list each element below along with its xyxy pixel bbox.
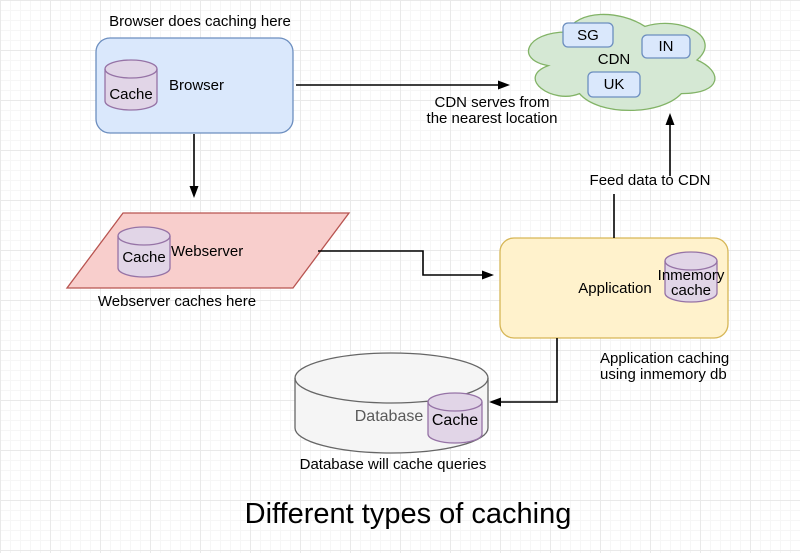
browser-cache-cylinder-icon (104, 59, 158, 111)
cdn-node-sg-label: SG (577, 26, 599, 44)
application-label: Application (578, 280, 652, 297)
database-cache-cylinder-icon (427, 392, 483, 444)
database-caption: Database will cache queries (299, 456, 487, 473)
cdn-node-in-label: IN (658, 38, 674, 55)
cdn-feed-note: Feed data to CDN (589, 172, 711, 189)
cdn-serve-note-line2: the nearest location (426, 110, 558, 127)
cdn-node-uk (587, 71, 641, 98)
browser-caption: Browser does caching here (109, 13, 291, 30)
application-caption: Application caching using inmemory db (600, 351, 770, 383)
diagram-title: Different types of caching (244, 498, 572, 530)
cdn-serve-note: CDN serves from the nearest location (402, 95, 582, 127)
webserver-label: Webserver (171, 243, 244, 260)
application-caption-line2: using inmemory db (600, 366, 727, 383)
cdn-node-sg (562, 22, 614, 48)
inmemory-cache-label-line1: Inmemory (657, 267, 725, 284)
webserver-caption: Webserver caches here (97, 293, 257, 310)
inmemory-cache-label-line2: cache (670, 282, 712, 299)
cdn-node-in (641, 34, 691, 59)
application-caption-line1: Application caching (600, 350, 730, 367)
edge-webserver-to-application (318, 250, 494, 280)
webserver-cache-label: Cache (122, 249, 166, 266)
inmemory-cache-cylinder-icon (664, 251, 718, 303)
cdn-node-uk-label: UK (603, 76, 625, 93)
cdn-label: CDN (597, 51, 631, 68)
database-cache-label: Cache (431, 412, 479, 429)
browser-cache-label: Cache (109, 86, 153, 103)
inmemory-cache-label: Inmemory cache (639, 268, 743, 298)
edge-application-to-database (489, 338, 558, 407)
database-label: Database (354, 408, 424, 425)
webserver-cache-cylinder-icon (117, 226, 171, 278)
cdn-serve-note-line1: CDN serves from (434, 94, 550, 111)
browser-label: Browser (169, 77, 225, 94)
